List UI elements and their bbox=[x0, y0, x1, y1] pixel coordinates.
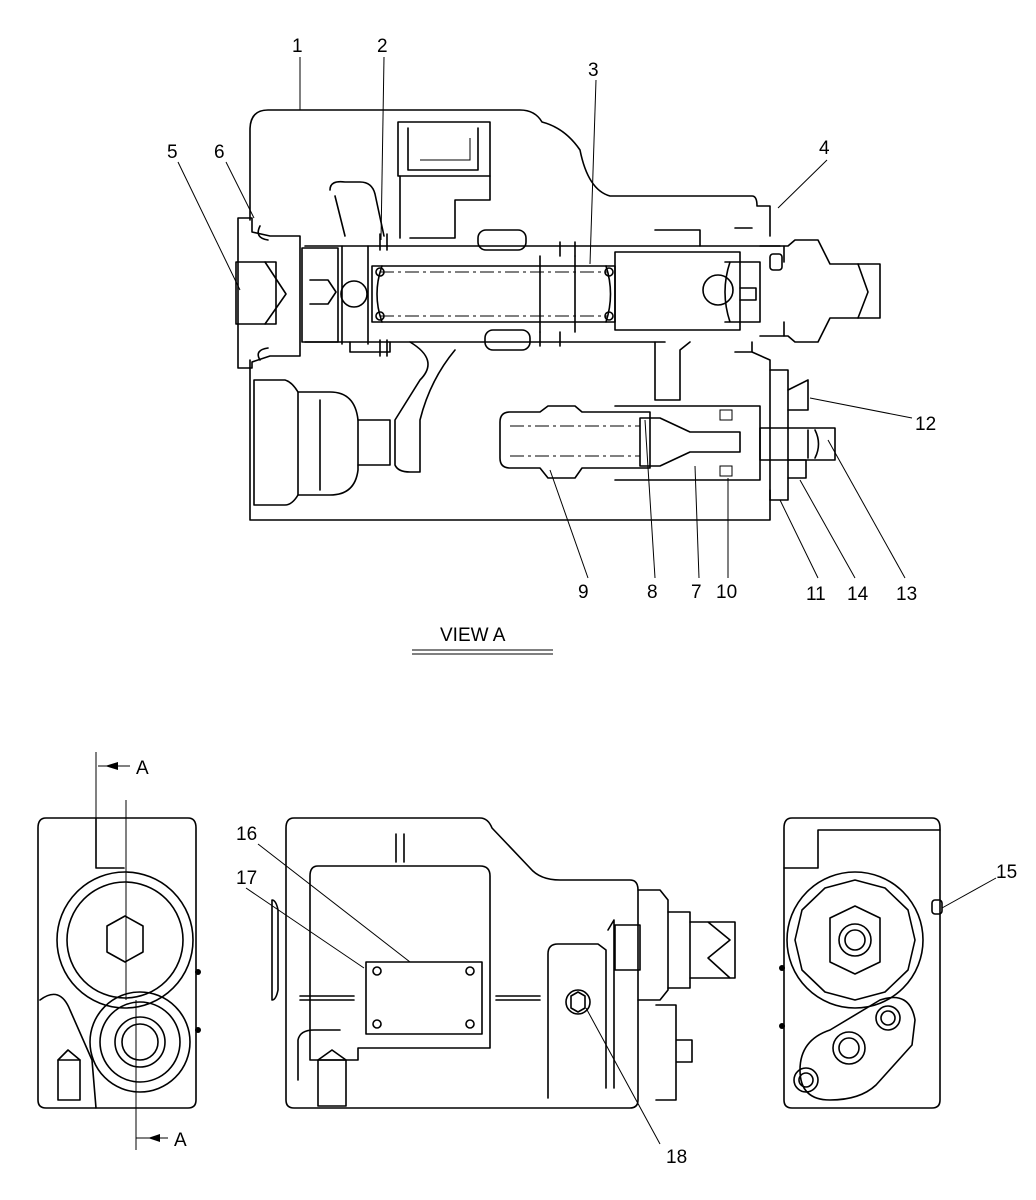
callout-5: 5 bbox=[167, 142, 178, 163]
section-callouts: 1 2 3 4 5 6 7 8 9 10 11 12 13 14 VIEW A bbox=[167, 36, 936, 655]
callout-10: 10 bbox=[716, 582, 737, 603]
callout-17: 17 bbox=[236, 868, 257, 889]
spool-rod bbox=[371, 265, 616, 323]
lower-slot bbox=[484, 329, 531, 351]
callout-4: 4 bbox=[819, 138, 830, 159]
callout-8: 8 bbox=[647, 582, 658, 603]
plunger-housing bbox=[614, 251, 741, 331]
callout-15: 15 bbox=[996, 862, 1017, 883]
callout-2: 2 bbox=[377, 36, 388, 57]
spool-bore bbox=[304, 245, 781, 343]
side-view bbox=[271, 817, 736, 1109]
plug bbox=[235, 261, 277, 325]
view-title: VIEW A bbox=[440, 625, 506, 646]
plunger-stem bbox=[759, 239, 881, 343]
side-callouts: 16 17 18 bbox=[236, 824, 687, 1168]
name-plate bbox=[365, 961, 483, 1035]
callout-16: 16 bbox=[236, 824, 257, 845]
check-ball-left bbox=[340, 280, 368, 308]
upper-slot bbox=[477, 229, 527, 251]
bottom-plug bbox=[253, 379, 359, 506]
callout-6: 6 bbox=[214, 142, 225, 163]
callout-14: 14 bbox=[847, 584, 869, 605]
relief-valve bbox=[499, 405, 651, 479]
left-end-view: A A bbox=[37, 752, 201, 1151]
callout-11: 11 bbox=[806, 584, 826, 605]
upper-port bbox=[397, 121, 491, 177]
adjust-screw bbox=[759, 427, 836, 461]
callout-9: 9 bbox=[578, 582, 589, 603]
callout-3: 3 bbox=[588, 60, 599, 81]
right-end-view: 15 bbox=[779, 817, 1017, 1109]
callout-18: 18 bbox=[666, 1147, 687, 1168]
callout-12: 12 bbox=[915, 414, 936, 435]
valve-body-outline bbox=[249, 109, 771, 521]
callout-13: 13 bbox=[896, 584, 917, 605]
callout-7: 7 bbox=[691, 582, 702, 603]
section-marker-top: A bbox=[136, 758, 149, 779]
section-view-a bbox=[235, 109, 881, 521]
check-ball-right bbox=[702, 274, 734, 306]
callout-1: 1 bbox=[292, 36, 303, 57]
end-cap bbox=[237, 217, 301, 369]
section-marker-bottom: A bbox=[174, 1130, 187, 1151]
